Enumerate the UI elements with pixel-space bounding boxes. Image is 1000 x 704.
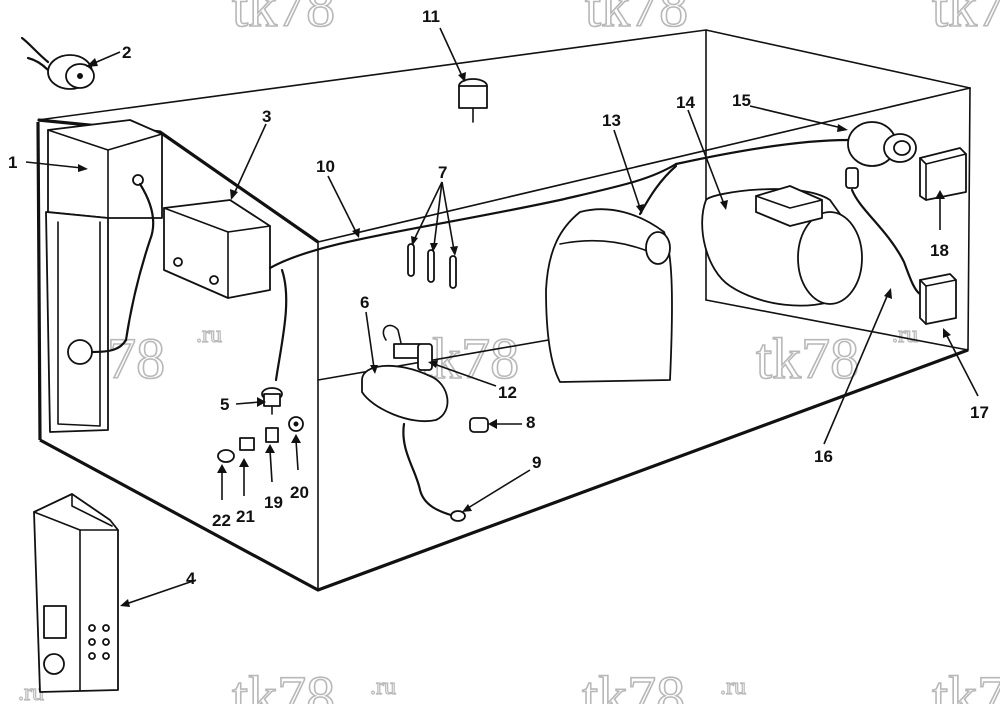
part-2-connector-plug — [20, 36, 95, 90]
part-10-wire-harness — [268, 162, 678, 382]
callout-10: 10 — [316, 157, 335, 176]
watermark-text: tk78 — [756, 326, 859, 391]
watermark-suffix: .ru — [892, 322, 918, 348]
small-hardware-group — [217, 416, 304, 463]
part-22-grommet — [217, 449, 235, 463]
callout-16: 16 — [814, 447, 833, 466]
callout-20: 20 — [290, 483, 309, 502]
part-15-fan-motor — [674, 121, 922, 296]
callout-15: 15 — [732, 91, 751, 110]
callout-1: 1 — [8, 153, 17, 172]
watermark-text: tk78 — [585, 0, 688, 39]
part-18-module — [919, 147, 967, 201]
callout-6: 6 — [360, 293, 369, 312]
callout-18: 18 — [930, 241, 949, 260]
panel-terminal-studs — [88, 624, 110, 660]
watermark-suffix: .ru — [196, 322, 222, 348]
part-17-switch — [919, 273, 957, 325]
callout-17: 17 — [970, 403, 989, 422]
watermark-text: tk78 — [582, 664, 685, 704]
callout-14: 14 — [676, 93, 695, 112]
callout-13: 13 — [602, 111, 621, 130]
part-14-receiver-tank — [701, 185, 863, 307]
callout-8: 8 — [526, 413, 535, 432]
watermark-text: tk78 — [232, 664, 335, 704]
watermark-text: tk78 — [932, 0, 1000, 39]
part-12-clip — [417, 343, 433, 371]
callout-21: 21 — [236, 507, 255, 526]
callout-3: 3 — [262, 107, 271, 126]
part-3-control-box — [163, 199, 271, 299]
callout-7: 7 — [438, 163, 447, 182]
part-4-control-panel — [33, 493, 119, 693]
callout-2: 2 — [122, 43, 131, 62]
callout-19: 19 — [264, 493, 283, 512]
callout-labels: 1 2 3 4 5 6 7 8 9 10 11 12 13 14 15 16 1… — [8, 7, 989, 588]
watermark-layer: tk78 tk78 tk78 tk78 .ru tk78 .ru tk78 .r… — [17, 0, 1000, 704]
part-5-sensor — [261, 387, 283, 415]
part-11-pressure-switch — [458, 78, 488, 123]
watermark-text: tk78 — [232, 0, 335, 39]
callout-5: 5 — [220, 395, 229, 414]
callout-22: 22 — [212, 511, 231, 530]
part-6-probe-assembly — [361, 324, 466, 522]
trailer-box-outline — [36, 29, 971, 592]
leader-lines — [25, 27, 979, 607]
watermark-suffix: .ru — [720, 674, 746, 700]
part-7-pins — [407, 243, 457, 289]
watermark-text: tk78 — [932, 664, 1000, 704]
callout-4: 4 — [186, 569, 196, 588]
callout-11: 11 — [422, 7, 440, 26]
part-13-compressor — [545, 164, 678, 383]
callout-9: 9 — [532, 453, 541, 472]
part-19-terminal — [265, 427, 279, 443]
part-1-nose-housing — [45, 119, 163, 433]
callout-12: 12 — [498, 383, 517, 402]
part-21-fitting — [239, 437, 255, 451]
watermark-suffix: .ru — [370, 674, 396, 700]
part-8-cap — [469, 417, 489, 433]
